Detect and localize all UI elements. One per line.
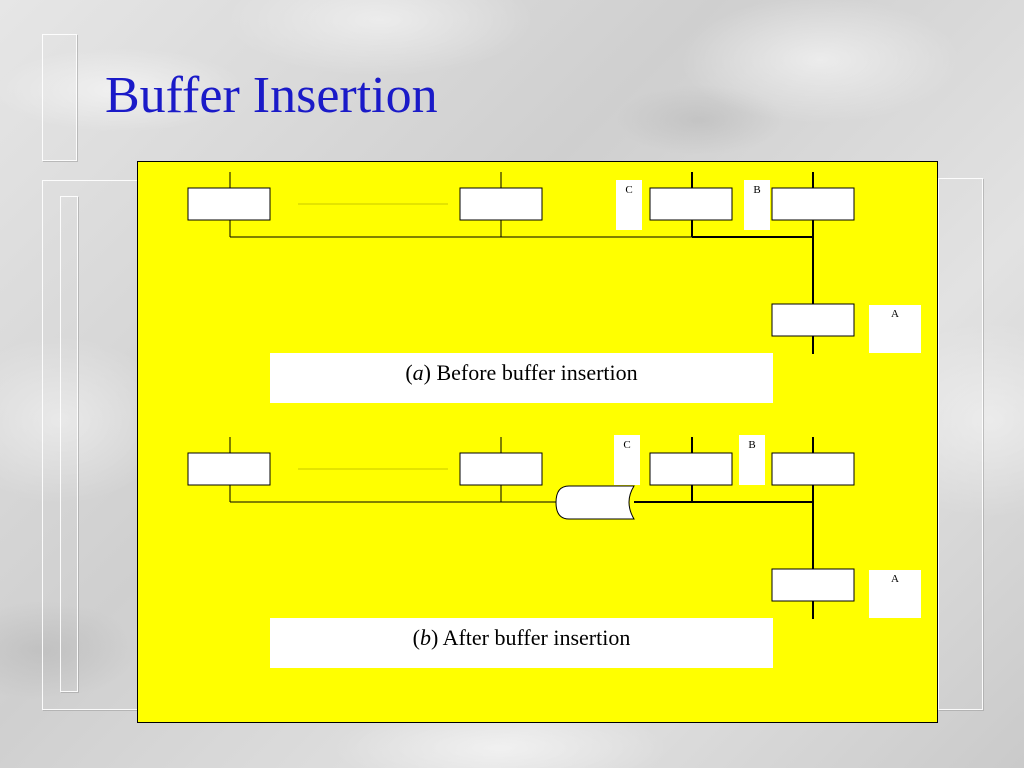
gate-box-a [771,568,855,602]
gate-box-c [649,452,733,486]
gate-box-c [649,187,733,221]
gate-box-b [771,452,855,486]
label-b: B [753,184,760,196]
diagram-b: C B A [187,435,921,619]
caption-b-text: After buffer insertion [438,625,631,650]
label-bg-c [614,435,640,485]
label-bg-b [744,180,770,230]
gate-box-2 [459,187,543,221]
caption-a-letter: a [412,360,424,385]
label-bg-a [869,305,921,353]
gate-box-a [771,303,855,337]
label-a: A [891,308,899,320]
label-b: B [748,439,755,451]
caption-a-text: Before buffer insertion [430,360,638,385]
diagram-figure: C B A C B A (a) Before buffer i [137,161,938,723]
label-bg-b [739,435,765,485]
decorative-frame-left-bottom [42,180,138,710]
diagram-a: C B A [187,172,921,354]
label-a: A [891,573,899,585]
buffer-symbol [555,485,635,520]
caption-a: (a) Before buffer insertion [270,353,773,403]
label-bg-a [869,570,921,618]
gate-box-b [771,187,855,221]
caption-b: (b) After buffer insertion [270,618,773,668]
gate-box-1 [187,452,271,486]
gate-box-2 [459,452,543,486]
label-c: C [625,184,632,196]
decorative-frame-left-top [42,34,77,161]
page-title: Buffer Insertion [105,67,438,124]
decorative-frame-left-inner [60,196,78,692]
caption-b-letter: b [419,625,431,650]
gate-box-1 [187,187,271,221]
decorative-frame-right [938,178,983,710]
label-c: C [623,439,630,451]
label-bg-c [616,180,642,230]
diagram-canvas: C B A C B A [187,172,921,619]
